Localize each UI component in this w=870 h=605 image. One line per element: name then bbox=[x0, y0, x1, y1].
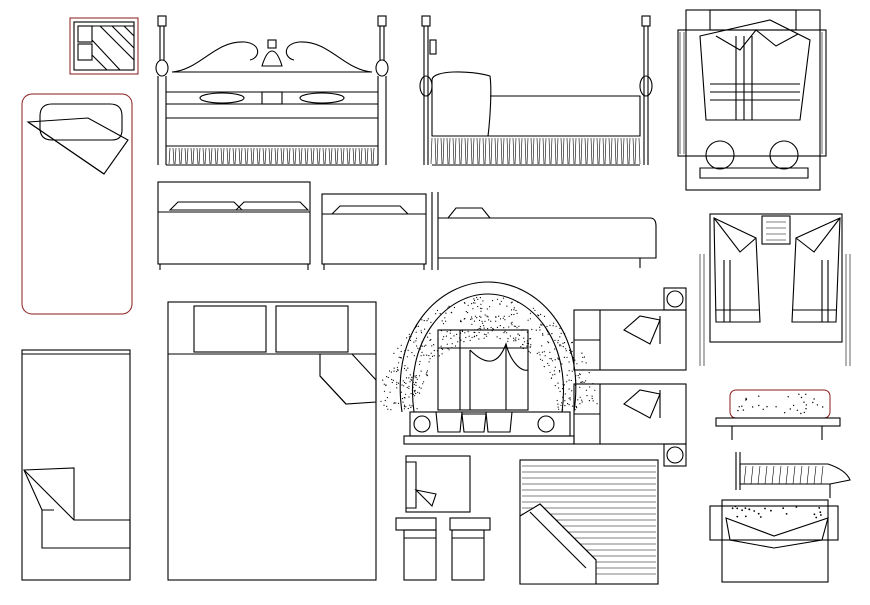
bunk-bed-3d bbox=[735, 452, 851, 498]
low-bed-elevation bbox=[715, 389, 841, 440]
small-folded-bed-icon bbox=[69, 17, 139, 75]
double-bed-rug-plan-2 bbox=[699, 213, 851, 366]
striped-bed-plan bbox=[519, 459, 659, 585]
canopy-bed-elevation bbox=[380, 281, 598, 445]
twin-beds-plan bbox=[573, 287, 687, 467]
single-bed-plan-folded bbox=[21, 349, 131, 581]
large-double-bed-plan bbox=[167, 301, 377, 581]
nightstand-pair-plan bbox=[395, 517, 491, 581]
double-bed-plan-small bbox=[709, 499, 839, 583]
four-poster-bed-side bbox=[419, 15, 653, 166]
double-bed-with-rug-plan bbox=[677, 9, 827, 191]
bed-elevations-row bbox=[157, 181, 657, 270]
single-bed-plan-red bbox=[21, 93, 133, 315]
four-poster-bed-front bbox=[155, 15, 389, 166]
small-bed-plan bbox=[405, 455, 471, 513]
